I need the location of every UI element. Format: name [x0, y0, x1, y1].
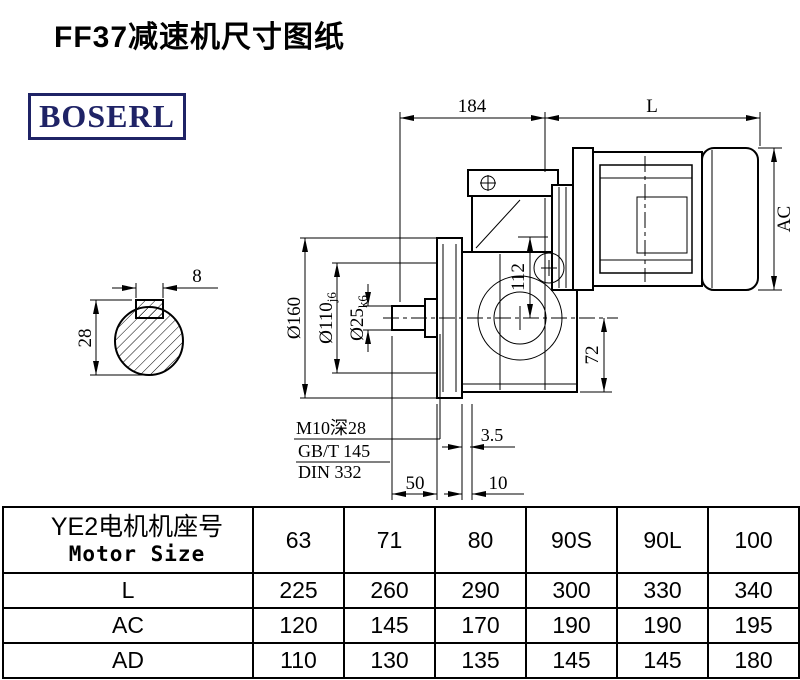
- dim-72-label: 72: [582, 346, 603, 365]
- cell-AC-90S: 190: [525, 607, 618, 644]
- size-col-71: 71: [343, 506, 436, 574]
- table-row-AC: AC 120 145 170 190 190 195: [2, 607, 800, 644]
- cell-AD-80: 135: [434, 642, 527, 679]
- cell-AD-90L: 145: [616, 642, 709, 679]
- dim-key-width-label: 8: [192, 266, 202, 287]
- callout-din-standard-label: DIN 332: [298, 462, 362, 482]
- gearbox-side-view: [391, 147, 759, 399]
- motor-size-header-en: Motor Size: [68, 542, 206, 567]
- row-label-L: L: [2, 572, 254, 609]
- dim-184-label: 184: [458, 96, 487, 117]
- dim-spigot-value: Ø110: [316, 302, 337, 344]
- centerlines: [383, 156, 646, 319]
- cell-AC-100: 195: [707, 607, 800, 644]
- housing-top-plate: [467, 169, 559, 197]
- dim-shaft-dia-tolerance: k6: [355, 295, 370, 309]
- size-col-63: 63: [252, 506, 345, 574]
- cell-AD-100: 180: [707, 642, 800, 679]
- motor-flange: [572, 147, 594, 291]
- cell-L-90L: 330: [616, 572, 709, 609]
- cell-L-100: 340: [707, 572, 800, 609]
- cell-AD-63: 110: [252, 642, 345, 679]
- dim-AC-label: AC: [774, 206, 795, 232]
- cell-L-71: 260: [343, 572, 436, 609]
- size-col-80: 80: [434, 506, 527, 574]
- row-label-AC: AC: [2, 607, 254, 644]
- cell-L-63: 225: [252, 572, 345, 609]
- technical-drawing: 184 L AC 112 72 Ø160 Ø110j6 Ø25k6 8 28 M…: [75, 96, 795, 500]
- cell-AD-71: 130: [343, 642, 436, 679]
- dim-112-label: 112: [508, 263, 529, 291]
- motor-size-header-cn: YE2电机机座号: [50, 513, 224, 542]
- dim-3-5-label: 3.5: [481, 425, 504, 445]
- shaft-section-view: [114, 299, 184, 376]
- dim-L-label: L: [646, 96, 658, 117]
- cell-AC-63: 120: [252, 607, 345, 644]
- size-col-90S: 90S: [525, 506, 618, 574]
- dimension-lines: [90, 112, 782, 500]
- dim-key-height-label: 28: [75, 329, 96, 348]
- cell-AC-71: 145: [343, 607, 436, 644]
- size-col-90L: 90L: [616, 506, 709, 574]
- dimension-labels: 184 L AC 112 72 Ø160 Ø110j6 Ø25k6 8 28 M…: [75, 96, 795, 494]
- motor-body: [592, 151, 703, 287]
- dim-flange-od-label: Ø160: [284, 297, 305, 339]
- cell-AC-80: 170: [434, 607, 527, 644]
- table-row-AD: AD 110 130 135 145 145 180: [2, 642, 800, 679]
- dim-shaft-dia-value: Ø25: [347, 308, 368, 341]
- motor-fan-cover: [701, 147, 759, 291]
- brand-logo-text: BOSERL: [39, 98, 175, 134]
- dim-spigot-tolerance: j6: [324, 292, 339, 304]
- motor-size-table: YE2电机机座号 Motor Size 63 71 80 90S 90L 100…: [2, 506, 800, 679]
- dim-10-label: 10: [489, 473, 508, 494]
- brand-logo: BOSERL: [28, 93, 186, 140]
- cell-AD-90S: 145: [525, 642, 618, 679]
- callout-thread-label: M10深28: [296, 418, 366, 438]
- cell-L-90S: 300: [525, 572, 618, 609]
- callout-gb-standard-label: GB/T 145: [298, 441, 370, 461]
- cell-L-80: 290: [434, 572, 527, 609]
- dim-spigot-label: Ø110j6: [316, 292, 339, 344]
- shaft-section-circle: [114, 306, 184, 376]
- table-row-L: L 225 260 290 300 330 340: [2, 572, 800, 609]
- dim-shaft-dia-label: Ø25k6: [347, 295, 370, 341]
- page-title: FF37减速机尺寸图纸: [54, 21, 346, 54]
- motor-size-header-cell: YE2电机机座号 Motor Size: [2, 506, 254, 574]
- dim-50-label: 50: [406, 473, 425, 494]
- cell-AC-90L: 190: [616, 607, 709, 644]
- row-label-AD: AD: [2, 642, 254, 679]
- size-col-100: 100: [707, 506, 800, 574]
- table-header-row: YE2电机机座号 Motor Size 63 71 80 90S 90L 100: [2, 506, 800, 574]
